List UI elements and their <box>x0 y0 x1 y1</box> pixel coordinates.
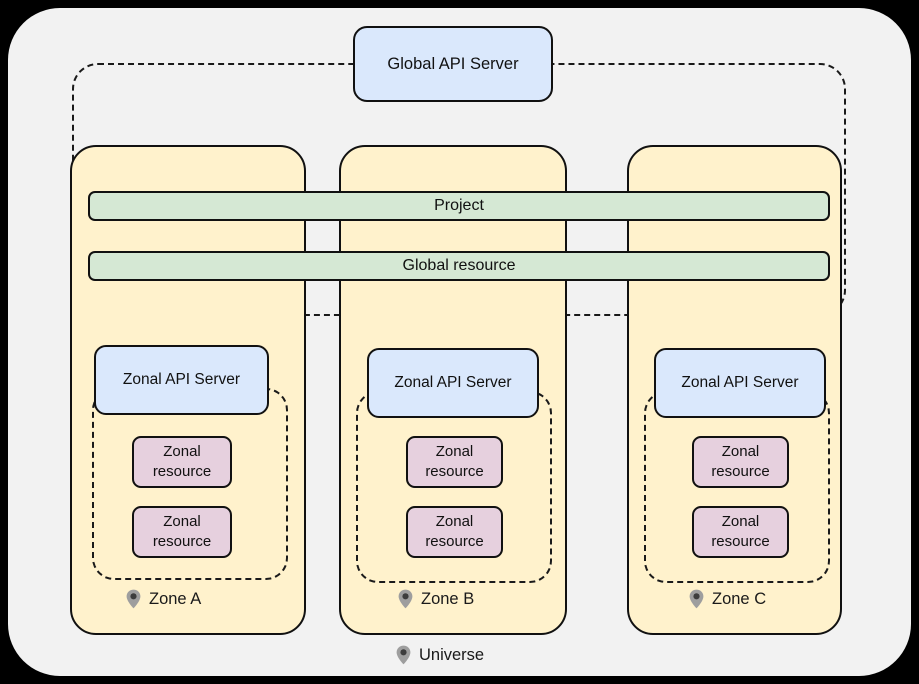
resource-label-line2: resource <box>425 463 484 480</box>
zone-a-resource-2[interactable]: Zonal resource <box>132 506 232 558</box>
location-pin-icon <box>396 645 411 665</box>
project-bar-label: Project <box>434 197 484 214</box>
resource-label-line1: Zonal <box>721 442 760 460</box>
zone-b-label-group: Zone B <box>398 589 474 609</box>
location-pin-icon <box>126 589 141 609</box>
project-bar[interactable]: Project <box>88 191 830 221</box>
resource-label-line2: resource <box>425 533 484 550</box>
zone-a-api-server-label: Zonal API Server <box>122 371 241 388</box>
global-api-server-label: Global API Server <box>387 54 519 73</box>
zone-c-api-server-node[interactable]: Zonal API Server <box>654 348 826 418</box>
resource-label-line1: Zonal <box>163 442 201 460</box>
location-pin-icon <box>689 589 704 609</box>
zone-c-label-group: Zone C <box>689 589 766 609</box>
resource-label-line2: resource <box>711 463 770 480</box>
zone-c-api-server-label: Zonal API Server <box>681 374 799 391</box>
zone-c-resource-1[interactable]: Zonal resource <box>692 436 789 488</box>
zone-a-resource-1[interactable]: Zonal resource <box>132 436 232 488</box>
universe-label: Universe <box>419 645 485 664</box>
resource-label-line2: resource <box>152 463 212 480</box>
resource-label-line1: Zonal <box>435 442 474 460</box>
zone-b-resource-2[interactable]: Zonal resource <box>406 506 503 558</box>
zone-c-label: Zone C <box>712 589 767 608</box>
resource-label-line2: resource <box>152 533 212 550</box>
location-pin-icon <box>398 589 413 609</box>
zone-a-label: Zone A <box>149 589 202 608</box>
zone-b-api-server-node[interactable]: Zonal API Server <box>367 348 539 418</box>
global-resource-bar-label: Global resource <box>402 257 516 274</box>
zone-c-resource-2[interactable]: Zonal resource <box>692 506 789 558</box>
global-resource-bar[interactable]: Global resource <box>88 251 830 281</box>
zone-a-label-group: Zone A <box>126 589 201 609</box>
resource-label-line2: resource <box>711 533 770 550</box>
zone-a-api-server-node[interactable]: Zonal API Server <box>94 345 269 415</box>
resource-label-line1: Zonal <box>163 512 201 530</box>
zone-b-api-server-label: Zonal API Server <box>394 374 512 391</box>
zone-b-label: Zone B <box>421 589 475 608</box>
universe-label-group: Universe <box>396 645 484 665</box>
global-api-server-node[interactable]: Global API Server <box>353 26 553 102</box>
resource-label-line1: Zonal <box>435 512 474 530</box>
resource-label-line1: Zonal <box>721 512 760 530</box>
zone-b-resource-1[interactable]: Zonal resource <box>406 436 503 488</box>
